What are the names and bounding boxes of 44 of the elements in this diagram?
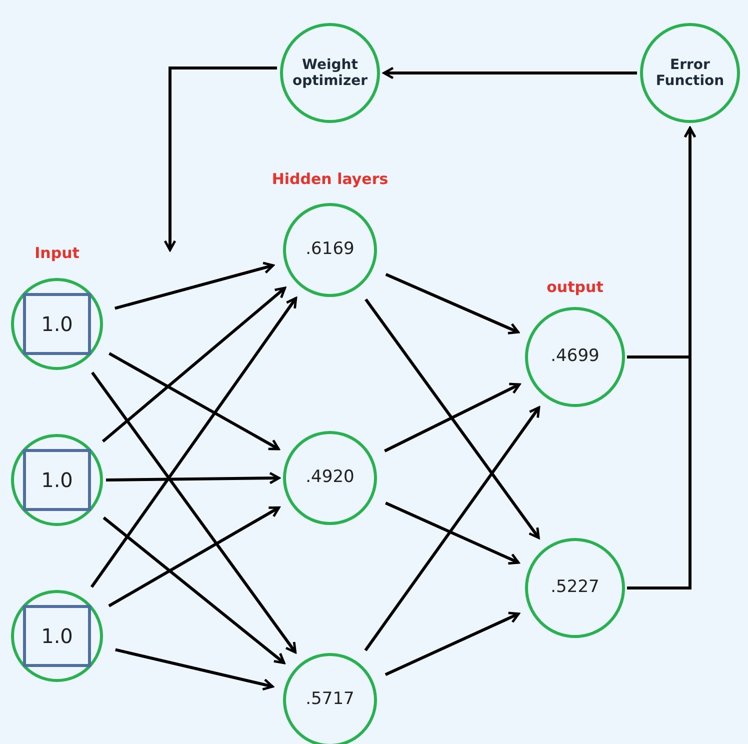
neuron-circle — [11, 590, 103, 682]
arrow — [102, 286, 286, 442]
node-value: .6169 — [306, 240, 354, 260]
neuron-circle — [283, 203, 377, 297]
node-title: Error Function — [654, 56, 726, 90]
arrow — [115, 648, 274, 691]
neuron-circle — [525, 538, 625, 638]
layer-label: Hidden layers — [272, 170, 388, 188]
layer-label: Input — [34, 244, 80, 262]
arrow — [364, 298, 540, 539]
arrow — [164, 66, 277, 252]
arrow — [384, 612, 520, 676]
node-value: 1.0 — [41, 468, 73, 492]
arrow — [102, 516, 286, 664]
node-value: 1.0 — [41, 624, 73, 648]
arrow — [385, 502, 520, 565]
arrow — [114, 262, 274, 310]
arrow — [627, 126, 696, 590]
node-value: .5227 — [550, 578, 600, 598]
layer-label: output — [546, 278, 604, 296]
input-square — [23, 449, 91, 511]
input-square — [23, 293, 91, 355]
arrow — [108, 506, 280, 608]
node-value: .4699 — [550, 347, 600, 367]
neuron-circle — [283, 653, 377, 744]
arrow — [385, 273, 520, 334]
node-title: Weight optimizer — [291, 56, 369, 90]
arrow — [108, 352, 280, 450]
neuron-circle — [283, 431, 377, 525]
arrow — [382, 66, 637, 80]
node-value: 1.0 — [41, 312, 73, 336]
input-square — [23, 605, 91, 667]
arrow — [364, 406, 540, 652]
neuron-circle — [640, 23, 740, 123]
node-value: .4920 — [306, 468, 354, 488]
neuron-circle — [525, 307, 625, 407]
neuron-circle — [11, 278, 103, 370]
arrow — [91, 372, 297, 654]
node-value: .5717 — [306, 690, 354, 710]
neuron-circle — [11, 434, 103, 526]
arrow — [384, 382, 521, 452]
arrow — [90, 296, 298, 588]
neuron-circle — [280, 23, 380, 123]
arrow — [106, 472, 280, 484]
